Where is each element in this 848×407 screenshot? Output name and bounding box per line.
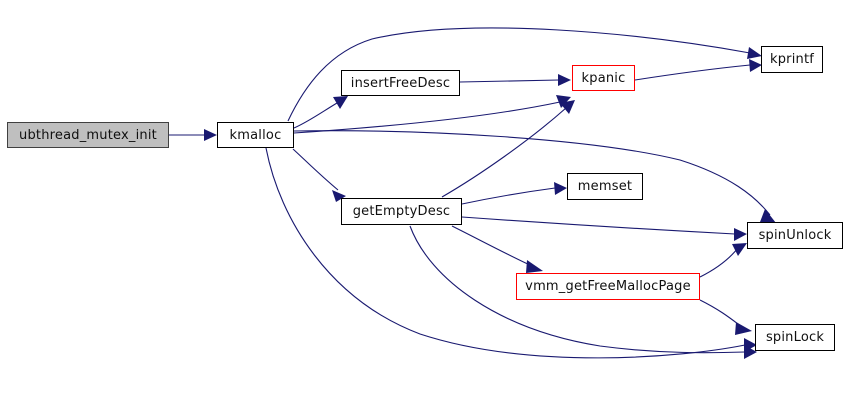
edge-kmalloc-to-kprintf xyxy=(287,27,762,122)
node-label: kpanic xyxy=(581,70,626,86)
edge-vmm_getFreeMallocPage-to-spinLock xyxy=(699,299,752,335)
node-memset[interactable]: memset xyxy=(567,173,643,200)
node-label: insertFreeDesc xyxy=(350,75,451,91)
node-label: getEmptyDesc xyxy=(352,204,451,219)
edge-getEmptyDesc-to-spinLock xyxy=(409,225,757,359)
node-insert-free-desc[interactable]: insertFreeDesc xyxy=(341,70,460,96)
edge-getEmptyDesc-to-memset xyxy=(461,182,567,205)
edge-getEmptyDesc-to-kpanic xyxy=(441,100,575,198)
node-spin-lock[interactable]: spinLock xyxy=(755,324,835,351)
edge-vmm_getFreeMallocPage-to-spinUnlock xyxy=(699,243,747,278)
edge-insertFreeDesc-to-kpanic xyxy=(459,74,571,86)
edge-kpanic-to-kprintf xyxy=(634,59,762,81)
node-kprintf[interactable]: kprintf xyxy=(761,46,823,73)
edge-kmalloc-to-insertFreeDesc xyxy=(293,96,348,129)
node-kpanic[interactable]: kpanic xyxy=(572,65,635,91)
node-kmalloc[interactable]: kmalloc xyxy=(217,122,294,148)
edge-kmalloc-to-getEmptyDesc xyxy=(292,148,346,202)
edge-ubthread_mutex_init-to-kmalloc xyxy=(169,129,217,141)
edge-getEmptyDesc-to-spinUnlock xyxy=(461,216,747,241)
node-label: ubthread_mutex_init xyxy=(19,127,157,143)
node-ubthread-mutex-init[interactable]: ubthread_mutex_init xyxy=(7,122,169,148)
edge-kmalloc-to-spinUnlock xyxy=(293,130,776,223)
node-label: memset xyxy=(577,179,633,194)
node-spin-unlock[interactable]: spinUnlock xyxy=(747,222,843,249)
node-label: spinLock xyxy=(765,330,825,345)
node-label: kmalloc xyxy=(229,127,282,143)
edge-kmalloc-to-spinLock xyxy=(265,147,757,359)
node-vmm-get-free-malloc-page[interactable]: vmm_getFreeMallocPage xyxy=(516,273,700,300)
node-get-empty-desc[interactable]: getEmptyDesc xyxy=(341,198,462,225)
node-label: kprintf xyxy=(769,52,815,67)
node-label: spinUnlock xyxy=(758,228,832,243)
edge-getEmptyDesc-to-vmm_getFreeMallocPage xyxy=(451,225,543,273)
node-label: vmm_getFreeMallocPage xyxy=(525,279,691,294)
